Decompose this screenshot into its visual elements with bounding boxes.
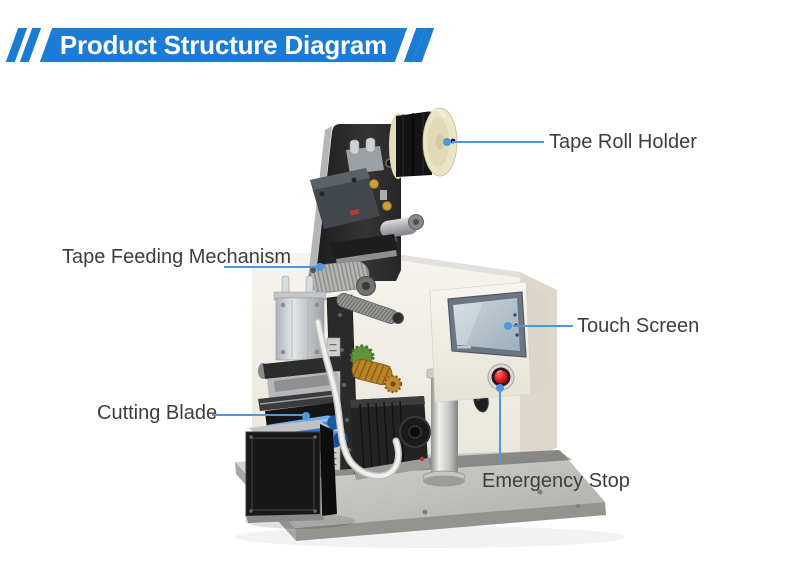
gear-assembly	[349, 344, 403, 394]
tape-roll	[389, 107, 458, 179]
emergency-stop-button	[487, 363, 515, 391]
press-arm	[258, 356, 342, 429]
pointer-dot-tape-roll	[443, 138, 451, 146]
pointer-dot-cutting-blade	[302, 412, 310, 420]
air-tube	[314, 318, 402, 480]
leader-line-emergency-stop	[499, 392, 501, 464]
label-emergency-stop: Emergency Stop	[482, 470, 630, 492]
leader-line-feeding	[224, 266, 317, 268]
motor	[350, 396, 431, 480]
label-tape-roll-holder: Tape Roll Holder	[549, 131, 697, 153]
pointer-dot-touch-screen	[504, 322, 512, 330]
label-cutting-blade: Cutting Blade	[97, 402, 218, 424]
pneumatic-cylinder	[273, 275, 327, 361]
leader-line-touch-screen	[513, 325, 573, 327]
feeding-mechanism	[308, 137, 424, 324]
touch-screen-panel	[429, 281, 551, 403]
leader-line-tape-roll	[452, 141, 544, 143]
label-touch-screen: Touch Screen	[577, 315, 700, 337]
pointer-dot-feeding	[316, 263, 324, 271]
label-tape-feeding-mechanism: Tape Feeding Mechanism	[62, 246, 292, 268]
leader-line-cutting-blade	[212, 414, 303, 416]
frame-box	[245, 420, 337, 523]
pointer-dot-emergency-stop	[496, 384, 504, 392]
